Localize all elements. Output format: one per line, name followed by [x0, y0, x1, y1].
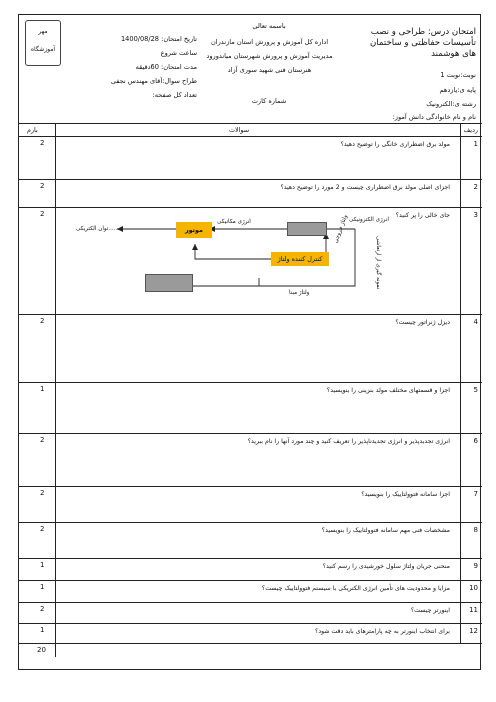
table-row: 6 انرژی تجدیدپذیر و انرژی تجدیدناپذیر را… [19, 434, 482, 487]
row-number: 5 [473, 386, 478, 394]
table-row: 7 اجزا سامانه فتوولتاییک را بنویسید؟ 2 [19, 487, 482, 523]
table-row: 2 اجزای اصلی مولد برق اضطراری چیست و 2 م… [19, 180, 482, 208]
arrowhead-controller [192, 244, 198, 250]
row-number: 8 [473, 526, 478, 534]
arrow-controller [194, 244, 297, 260]
row-score: 2 [40, 436, 45, 444]
question-text: مشخصات فنی مهم سامانه فتوولتاییک را بنوی… [321, 527, 450, 534]
question-text: مزایا و محدودیت های تأمین انرژی الکتریکی… [261, 585, 450, 592]
question-text: منحنی جریان ولتاژ سلول خورشیدی را رسم کن… [322, 563, 450, 570]
row-score: 2 [40, 139, 45, 147]
org-province: اداره کل آموزش و پرورش استان مازندران [210, 38, 329, 46]
row-number: 7 [473, 490, 478, 498]
blank-box-bottom [145, 274, 193, 292]
table-row: 4 دیزل ژنراتور چیست؟ 2 [19, 315, 482, 383]
score-column-divider [55, 124, 56, 657]
row-number: 10 [469, 584, 478, 592]
question-text: اجزا سامانه فتوولتاییک را بنویسید؟ [361, 491, 450, 498]
row-number: 2 [473, 183, 478, 191]
col-row-header: ردیف [463, 126, 478, 134]
exam-term: نوبت:نوبت 1 [440, 71, 476, 79]
page-count: تعداد کل صفحه: [152, 91, 197, 99]
table-row: 10 مزایا و محدودیت های تأمین انرژی الکتر… [19, 581, 482, 603]
blank-box-top [287, 222, 327, 236]
question-text: دیزل ژنراتور چیست؟ [395, 319, 450, 326]
exam-duration: مدت امتحان: 60دقیقه [135, 63, 197, 71]
question-text: جای خالی را پر کنید؟ [395, 212, 450, 219]
col-questions-header: سوالات [229, 126, 250, 134]
table-row: 1 مولد برق اضطراری خانگی را توضیح دهید؟ … [19, 137, 482, 180]
table-row: 9 منحنی جریان ولتاژ سلول خورشیدی را رسم … [19, 559, 482, 581]
question-text: مولد برق اضطراری خانگی را توضیح دهید؟ [340, 141, 450, 148]
row-score: 2 [40, 317, 45, 325]
table-row: 12 برای انتخاب اینورتر به چه پارامترهای … [19, 624, 482, 644]
exam-header: مهر آموزشگاه تاریخ امتحان: 1400/08/28 سا… [19, 15, 482, 124]
row-number: 6 [473, 437, 478, 445]
row-number: 9 [473, 562, 478, 570]
question-text: اینورتر چیست؟ [410, 607, 450, 614]
row-number: 3 [473, 211, 478, 219]
row-score: 2 [40, 489, 45, 497]
grade-level: پایه ی:یازدهم [439, 86, 476, 94]
row-score: 1 [40, 561, 45, 569]
question-text: اجزا و قسمتهای مختلف مولد بنزینی را بنوی… [326, 387, 450, 394]
student-name: نام و نام خانوادگی دانش آموز: [392, 113, 476, 121]
row-number: 12 [469, 627, 478, 635]
voltage-controller-box: کنترل کننده ولتاژ [271, 252, 329, 266]
total-score: 20 [37, 646, 46, 654]
mech-energy-label: انرژی مکانیکی [217, 219, 251, 225]
row-score: 2 [40, 525, 45, 533]
exam-date: تاریخ امتحان: 1400/08/28 [120, 35, 197, 43]
question-text: برای انتخاب اینورتر به چه پارامترهای بای… [315, 628, 450, 635]
table-row: 3 جای خالی را پر کنید؟ 2 [19, 208, 482, 315]
field-of-study: رشته ی:الکترونیک [426, 100, 476, 108]
arrowhead-mech [209, 226, 215, 232]
course-title: امتحان درس: طراحی و نصب تأسیسات حفاظتی و… [369, 27, 476, 59]
row-score: 1 [40, 583, 45, 591]
row-score: 2 [40, 210, 45, 218]
start-time: ساعت شروع [160, 49, 197, 57]
school-stamp-box: مهر آموزشگاه [25, 20, 61, 66]
stamp-school-label: آموزشگاه [30, 46, 56, 53]
row-number: 1 [473, 140, 478, 148]
row-score: 1 [40, 626, 45, 634]
elec-energy-label: انرژی الکترونیکی [349, 217, 389, 223]
total-row: 20 [19, 644, 482, 671]
table-header: ردیف سوالات بارم [19, 124, 482, 137]
motor-box: موتور [176, 222, 212, 238]
row-score: 1 [40, 385, 45, 393]
table-row: 5 اجزا و قسمتهای مختلف مولد بنزینی را بن… [19, 383, 482, 434]
question-designer: طراح سوال:آقای مهندس نجفی [110, 77, 197, 85]
row-column-divider [460, 124, 461, 644]
arrowhead-sensor [323, 233, 329, 239]
sampling-label: نمونه گیری از ارتعاشی [375, 236, 381, 290]
school-name: هنرستان فنی شهید سوری آزاد [227, 66, 312, 74]
org-city: مدیریت آموزش و پرورش شهرستان میاندورود [206, 52, 333, 60]
table-row: 8 مشخصات فنی مهم سامانه فتوولتاییک را بن… [19, 523, 482, 559]
table-row: 11 اینورتر چیست؟ 2 [19, 603, 482, 624]
question-text: انرژی تجدیدپذیر و انرژی تجدیدناپذیر را ت… [247, 438, 450, 445]
stamp-label: مهر [38, 28, 48, 35]
row-score: 2 [40, 605, 45, 613]
reference-voltage-label: ولتاژ مبنا [289, 290, 310, 296]
question-text: اجزای اصلی مولد برق اضطراری چیست و 2 مور… [280, 184, 450, 191]
row-number: 11 [469, 606, 478, 614]
output-power-label: ......توان الکتریکی [76, 226, 119, 232]
row-number: 4 [473, 318, 478, 326]
row-score: 2 [40, 182, 45, 190]
exam-sheet: مهر آموزشگاه تاریخ امتحان: 1400/08/28 سا… [18, 14, 482, 671]
col-score-header: بارم [27, 126, 38, 134]
arrowhead-output [117, 226, 123, 232]
bismillah: باسمه تعالی [252, 22, 286, 30]
card-number: شماره کارت [251, 97, 287, 105]
